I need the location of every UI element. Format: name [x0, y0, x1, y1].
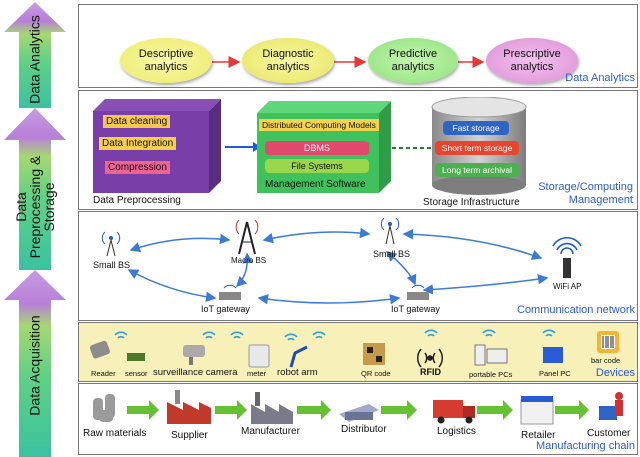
chain-supplier-label: Supplier [171, 430, 208, 441]
manufacturer-icon [251, 392, 293, 424]
chain-panel: Raw materials Supplier Manufacturer Dist… [78, 383, 638, 455]
qr-code-icon [363, 343, 385, 365]
predictive-analytics-node: Predictive analytics [368, 38, 458, 83]
diagnostic-analytics-label: Diagnostic analytics [262, 47, 314, 73]
iot-gateway-right-label: IoT gateway [391, 304, 440, 314]
device-icons [89, 329, 619, 368]
wifi-ap-icon [552, 237, 582, 278]
device-rfid-label: RFID [420, 367, 441, 377]
chain-graphic [93, 390, 623, 425]
prescriptive-analytics-label: Prescriptive analytics [503, 47, 561, 73]
supplier-icon [167, 390, 211, 424]
device-robot-arm-label: robot arm [277, 367, 318, 378]
chain-caption: Manufacturing chain [535, 440, 635, 452]
robot-arm-icon [289, 345, 308, 368]
storage-caption-line2: Management [568, 194, 633, 206]
devices-caption: Devices [595, 367, 635, 379]
compression-tag: Compression [105, 161, 170, 174]
panel-pc-icon [543, 347, 563, 363]
data-integration-tag: Data Integration [99, 137, 177, 150]
portable-pcs-icon [474, 344, 508, 366]
descriptive-analytics-node: Descriptive analytics [120, 38, 212, 83]
chain-manufacturer-label: Manufacturer [241, 426, 300, 437]
iot-gateway-left-icon [219, 284, 241, 300]
distributor-icon [339, 404, 379, 422]
small-bs-left-icon [101, 231, 121, 257]
device-portable-pcs-label: portable PCs [469, 370, 513, 379]
chain-raw-materials-label: Raw materials [83, 428, 147, 439]
prescriptive-analytics-node: Prescriptive analytics [486, 38, 578, 83]
preprocess-to-management-arrow [225, 142, 261, 152]
device-qr-code-label: QR code [361, 369, 391, 378]
fast-storage-pill: Fast storage [443, 121, 509, 135]
chain-logistics-label: Logistics [437, 426, 476, 437]
data-cleaning-tag: Data cleaning [103, 115, 171, 128]
long-term-archival-pill: Long term archival [435, 163, 519, 177]
chain-distributor-label: Distributor [341, 424, 387, 435]
camera-icon [183, 345, 205, 365]
iot-gateway-right-icon [407, 284, 429, 300]
short-term-storage-pill: Short term storage [435, 141, 519, 155]
rfid-icon [417, 348, 443, 368]
storage-caption-line1: Storage/Computing [538, 181, 633, 193]
storage-caption: Storage/Computing Management [538, 181, 633, 207]
small-bs-left-label: Small BS [93, 260, 131, 270]
communication-panel: Small BS Macro BS Small BS WiFi AP IoT g… [78, 211, 638, 321]
chain-customer-label: Customer [587, 428, 631, 439]
stage-arrow [4, 2, 66, 457]
device-panel-pc-label: Panel PC [539, 369, 571, 378]
customer-icon [599, 392, 623, 420]
wifi-ap-label: WiFi AP [553, 282, 582, 291]
device-camera-label: surveillance camera [153, 367, 238, 378]
device-reader-label: Reader [91, 369, 116, 378]
chain-retailer-label: Retailer [521, 430, 556, 441]
management-caption: Management Software [265, 179, 366, 190]
bar-code-icon [597, 331, 619, 353]
diagnostic-analytics-node: Diagnostic analytics [242, 38, 334, 83]
devices-panel: Reader sensor surveillance camera meter … [78, 322, 638, 382]
logistics-icon [433, 400, 475, 424]
sensor-icon [127, 353, 145, 361]
predictive-analytics-label: Predictive analytics [388, 47, 438, 73]
analytics-caption: Data Analytics [565, 72, 635, 84]
device-meter-label: meter [247, 369, 267, 378]
reader-icon [89, 340, 110, 359]
descriptive-analytics-label: Descriptive analytics [138, 47, 194, 73]
communication-links [101, 217, 582, 305]
small-bs-right-label: Small BS [373, 249, 411, 259]
infrastructure-caption: Storage Infrastructure [423, 197, 520, 208]
raw-materials-icon [93, 394, 115, 422]
device-bar-code-label: bar code [591, 356, 621, 365]
analytics-arrows [212, 56, 485, 68]
stage-label-preprocessing-text: Data Preprocessing & Storage [13, 155, 57, 259]
stage-label-preprocessing: Data Preprocessing & Storage [13, 112, 57, 302]
retailer-icon [520, 396, 554, 425]
storage-panel: Data cleaning Data Integration Compressi… [78, 90, 638, 210]
small-bs-right-icon [380, 217, 400, 245]
macro-bs-icon [235, 219, 259, 255]
preprocessing-caption: Data Preprocessing [93, 195, 181, 206]
iot-gateway-left-label: IoT gateway [201, 304, 250, 314]
distributed-computing-tag: Distributed Computing Models [259, 119, 379, 131]
stage-label-analytics: Data Analytics [26, 15, 43, 104]
management-to-storage-connector [392, 147, 432, 149]
dbms-pill: DBMS [265, 141, 369, 155]
meter-icon [248, 344, 270, 368]
stage-label-acquisition: Data Acquisition [26, 315, 43, 416]
macro-bs-label: Macro BS [231, 256, 267, 265]
communication-caption: Communication network [517, 304, 635, 316]
file-systems-pill: File Systems [265, 159, 369, 173]
analytics-panel: Descriptive analytics Diagnostic analyti… [78, 4, 638, 88]
device-sensor-label: sensor [125, 369, 148, 378]
